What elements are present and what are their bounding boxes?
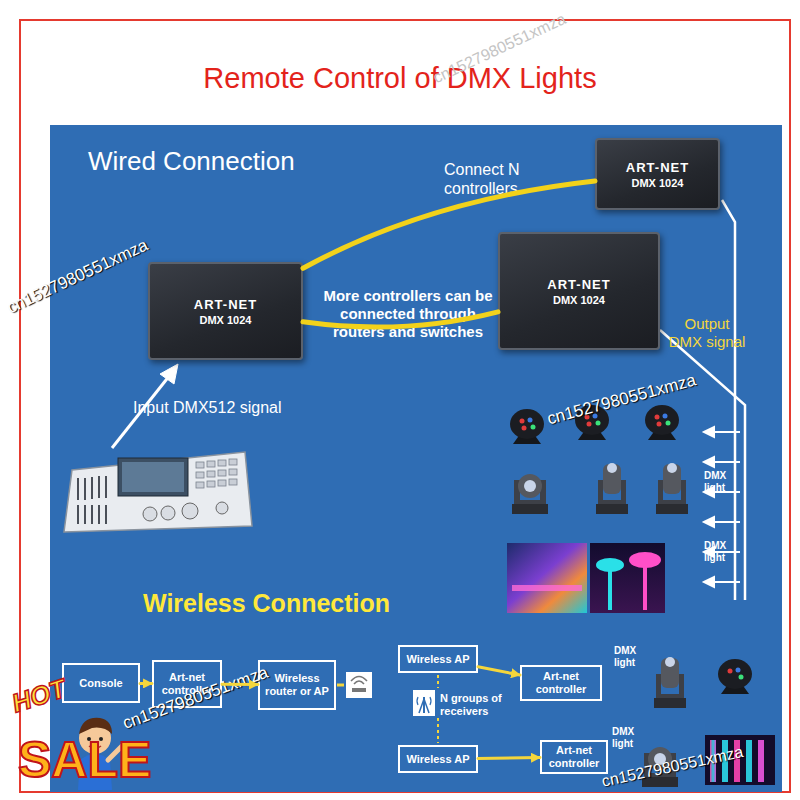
node-text: Art-net controller: [544, 744, 604, 769]
signal-name: Output DMX signal: [668, 315, 746, 351]
page-title: Remote Control of DMX Lights: [0, 62, 800, 95]
note: N groups of receivers: [440, 692, 520, 718]
node-text: DMX 1024: [632, 177, 684, 189]
section-heading: Wired Connection: [88, 146, 388, 177]
node-text: ART-NET: [547, 277, 610, 292]
watermark: cn1527980551xmza: [545, 353, 763, 430]
process-box: Wireless AP: [398, 645, 478, 673]
artnet-device: ART-NET DMX 1024: [498, 232, 660, 350]
panel: [50, 125, 782, 792]
output-arrows: [704, 427, 740, 587]
par-lights: [510, 405, 752, 694]
process-box: Console: [62, 663, 140, 703]
sale-badge: HOT: [8, 665, 94, 719]
wifi-link: [337, 672, 372, 698]
console-illustration: [64, 452, 252, 532]
note: More controllers can be connected throug…: [322, 287, 494, 341]
node-text: Wireless AP: [406, 653, 469, 666]
note: Connect N controllers: [444, 160, 574, 198]
node-text: DMX 1024: [553, 294, 605, 306]
process-box: Art-net controller: [540, 740, 608, 774]
antenna-symbol: [413, 690, 435, 716]
artnet-device: ART-NET DMX 1024: [148, 262, 303, 360]
wireless-link: [437, 675, 439, 743]
signal-name: Input DMX512 signal: [133, 398, 313, 417]
light-label: DMX light: [614, 645, 650, 669]
node-text: Console: [79, 677, 122, 690]
section-heading: Wireless Connection: [143, 588, 443, 618]
moving-heads: [512, 463, 688, 787]
light-label: DMX light: [704, 540, 740, 564]
node-text: ART-NET: [626, 160, 689, 175]
flow-arrow: [478, 756, 540, 760]
frame: [20, 20, 790, 792]
node-text: Wireless router or AP: [262, 672, 332, 697]
node-text: ART-NET: [194, 297, 257, 312]
node-text: Wireless AP: [406, 753, 469, 766]
node-text: DMX 1024: [200, 314, 252, 326]
flow-arrow: [478, 667, 520, 675]
output-wires: [660, 200, 745, 600]
process-box: Art-net controller: [520, 665, 602, 701]
light-label: DMX light: [612, 726, 648, 750]
sale-badge: SALE: [18, 730, 188, 790]
node-text: Art-net controller: [524, 670, 598, 695]
light-label: DMX light: [704, 470, 740, 494]
artnet-device: ART-NET DMX 1024: [595, 138, 720, 210]
flow-arrow: [140, 682, 152, 685]
process-box: Wireless AP: [398, 745, 478, 773]
